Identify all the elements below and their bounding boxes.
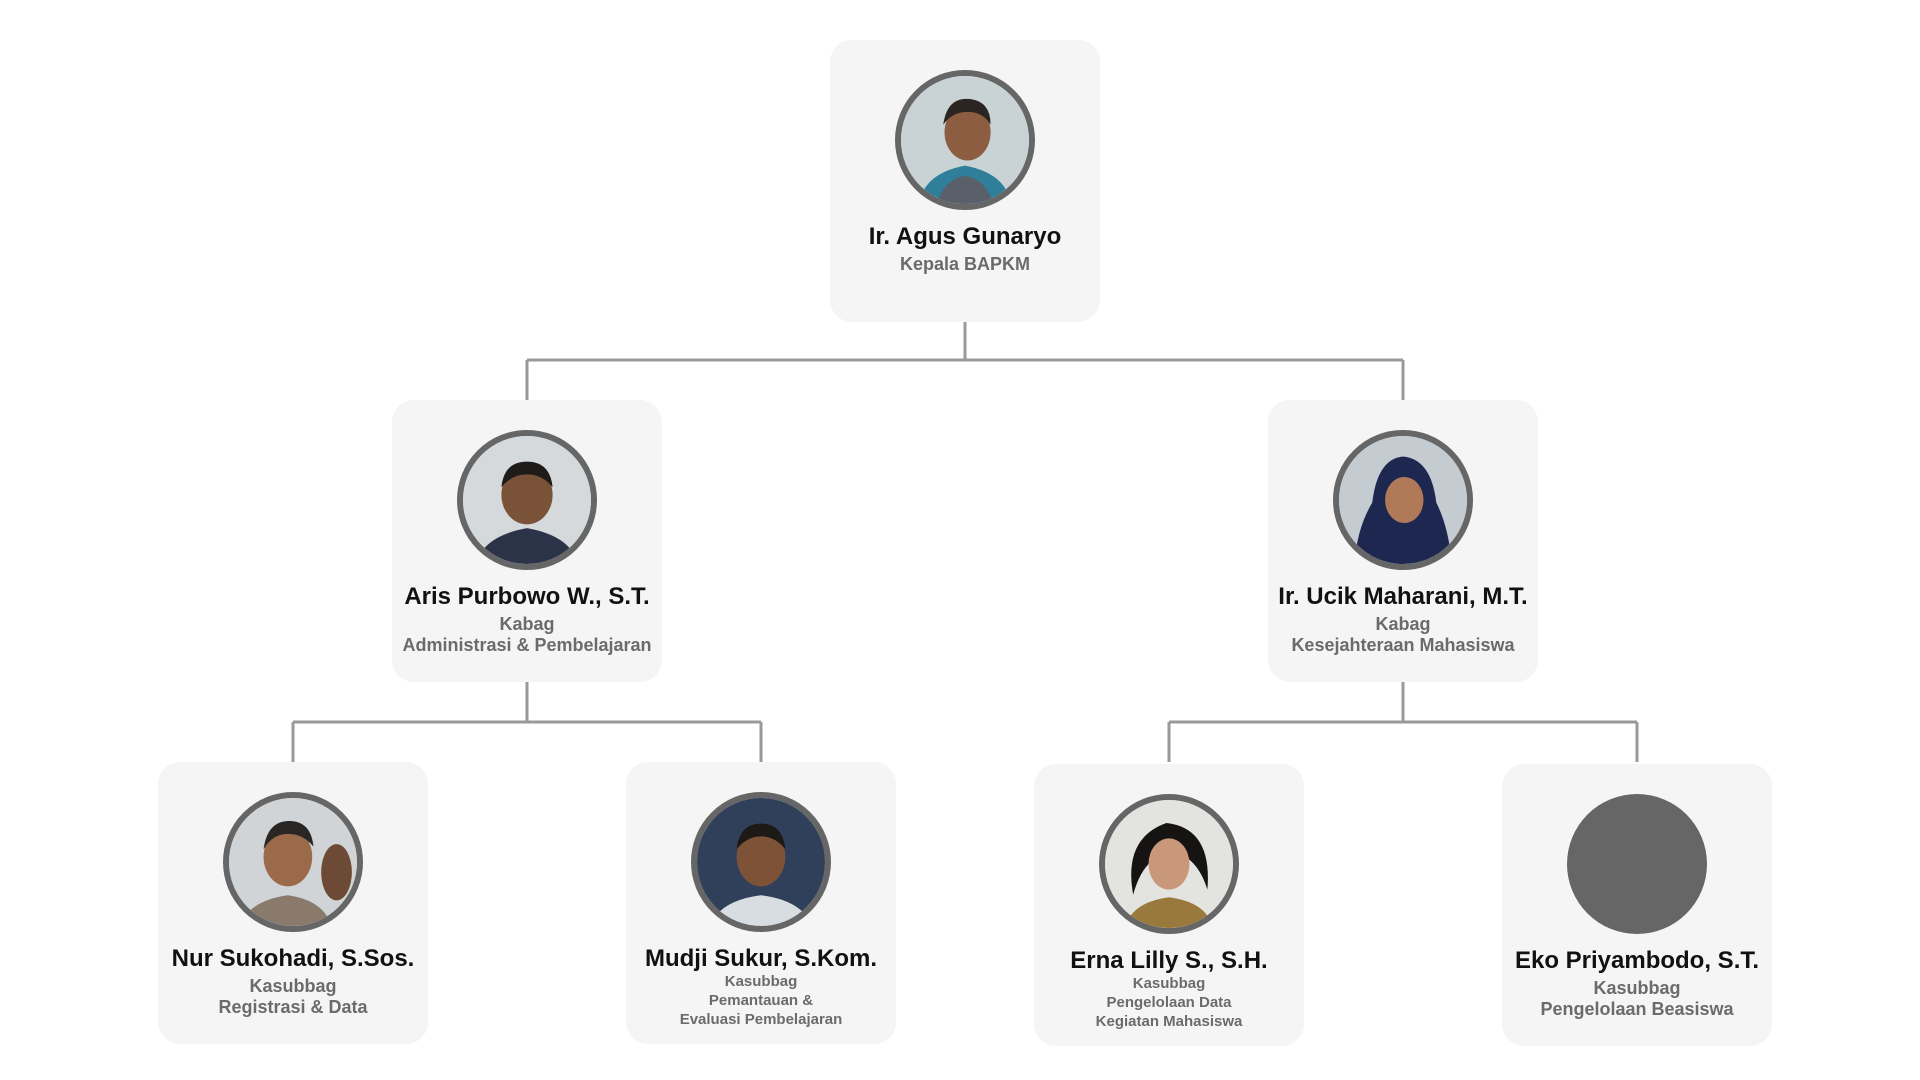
- portrait-photo: [457, 430, 597, 570]
- person-role: Kepala BAPKM: [810, 254, 1120, 275]
- org-card-division-right: Ir. Ucik Maharani, M.T. Kabag Kesejahter…: [1268, 400, 1538, 682]
- person-name: Ir. Ucik Maharani, M.T.: [1278, 583, 1528, 610]
- role-line: Kabag: [499, 614, 555, 634]
- portrait-photo: [691, 792, 831, 932]
- portrait-photo: [895, 70, 1035, 210]
- portrait-photo: [1099, 794, 1239, 934]
- role-line: Pengelolaan Data: [1106, 994, 1232, 1011]
- person-name: Nur Sukohadi, S.Sos.: [171, 945, 415, 972]
- role-line: Kepala BAPKM: [899, 254, 1031, 274]
- person-role: Kasubbag Pengelolaan Data Kegiatan Mahas…: [1014, 974, 1324, 1031]
- org-card-section-1: Nur Sukohadi, S.Sos. Kasubbag Registrasi…: [158, 762, 428, 1044]
- org-card-head: Ir. Agus Gunaryo Kepala BAPKM: [830, 40, 1100, 322]
- connector-head-to-divisions: [525, 322, 1405, 400]
- avatar-placeholder: [1567, 794, 1707, 934]
- person-name: Eko Priyambodo, S.T.: [1514, 947, 1760, 974]
- portrait-illustration: [229, 798, 357, 926]
- org-card-section-3: Erna Lilly S., S.H. Kasubbag Pengelolaan…: [1034, 764, 1304, 1046]
- role-line: Registrasi & Data: [218, 997, 368, 1017]
- portrait-illustration: [1105, 800, 1233, 928]
- role-line: Kesejahteraan Mahasiswa: [1291, 635, 1515, 655]
- portrait-illustration: [1339, 436, 1467, 564]
- role-line: Pengelolaan Beasiswa: [1540, 999, 1734, 1019]
- role-line: Kegiatan Mahasiswa: [1095, 1013, 1243, 1030]
- person-role: Kasubbag Pengelolaan Beasiswa: [1482, 978, 1792, 1020]
- portrait-illustration: [697, 798, 825, 926]
- portrait-photo: [223, 792, 363, 932]
- portrait-illustration: [463, 436, 591, 564]
- role-line: Kasubbag: [249, 976, 337, 996]
- role-line: Kasubbag: [724, 973, 798, 990]
- connector-left-division-to-sections: [291, 682, 763, 762]
- org-card-section-2: Mudji Sukur, S.Kom. Kasubbag Pemantauan …: [626, 762, 896, 1044]
- org-card-section-4: Eko Priyambodo, S.T. Kasubbag Pengelolaa…: [1502, 764, 1772, 1046]
- role-line: Pemantauan &: [708, 992, 814, 1009]
- org-card-division-left: Aris Purbowo W., S.T. Kabag Administrasi…: [392, 400, 662, 682]
- role-line: Kabag: [1375, 614, 1431, 634]
- person-name: Erna Lilly S., S.H.: [1070, 947, 1268, 974]
- role-line: Administrasi & Pembelajaran: [402, 635, 652, 655]
- person-role: Kasubbag Registrasi & Data: [138, 976, 448, 1018]
- person-name: Aris Purbowo W., S.T.: [404, 583, 650, 610]
- person-role: Kabag Kesejahteraan Mahasiswa: [1248, 614, 1558, 656]
- person-role: Kasubbag Pemantauan & Evaluasi Pembelaja…: [606, 972, 916, 1029]
- portrait-illustration: [901, 76, 1029, 204]
- role-line: Kasubbag: [1132, 975, 1206, 992]
- person-role: Kabag Administrasi & Pembelajaran: [372, 614, 682, 656]
- person-name: Ir. Agus Gunaryo: [868, 223, 1062, 250]
- connector-right-division-to-sections: [1167, 682, 1639, 762]
- role-line: Evaluasi Pembelajaran: [679, 1011, 843, 1028]
- role-line: Kasubbag: [1593, 978, 1681, 998]
- person-name: Mudji Sukur, S.Kom.: [644, 945, 878, 972]
- portrait-photo: [1333, 430, 1473, 570]
